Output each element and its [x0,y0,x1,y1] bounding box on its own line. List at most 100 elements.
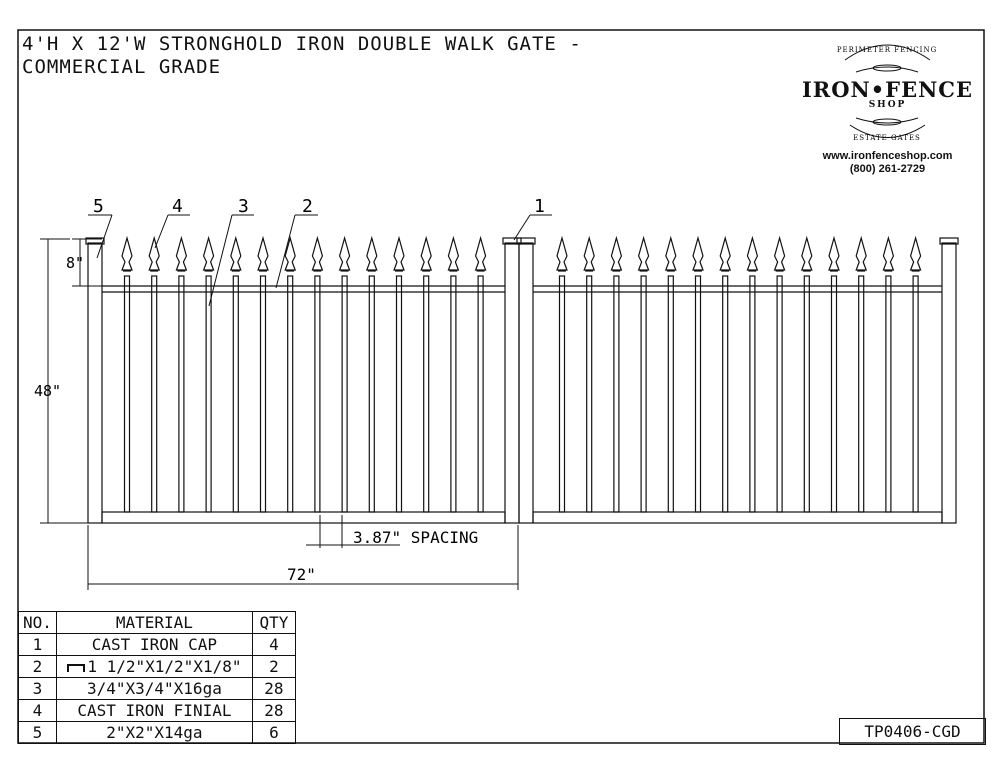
sheet-border [17,29,985,744]
finial [474,235,487,271]
picket [586,275,593,513]
picket [885,275,892,513]
picket [776,275,783,513]
callout-3: 3 [238,196,249,217]
bom-material: 3/4"X3/4"X16ga [55,677,253,700]
bom-header-material: MATERIAL [55,611,253,634]
picket [368,275,375,513]
logo-sub: SHOP [868,100,907,110]
picket [477,275,484,513]
post-cap [939,237,959,245]
post-cap [502,237,522,245]
finial [148,235,161,271]
picket [151,275,158,513]
drawing-title: 4'H X 12'W STRONGHOLD IRON DOUBLE WALK G… [22,33,582,79]
finial [229,235,242,271]
bom-qty: 2 [251,655,296,678]
callout-leaders [88,214,552,307]
bom-material: CAST IRON FINIAL [55,699,253,722]
finial [828,235,840,271]
post [87,242,103,524]
logo-arc-top: PERIMETER FENCING [837,46,937,54]
title-line-1: 4'H X 12'W STRONGHOLD IRON DOUBLE WALK G… [22,33,582,55]
dim-finial-height: 8" [66,254,84,272]
bom-no: 4 [18,699,57,722]
finial [664,235,677,271]
bottom-rail [532,511,943,524]
bom-qty: 6 [251,721,296,744]
finial [855,235,868,271]
logo-phone: (800) 261-2729 [849,163,926,175]
logo-graphic [844,44,931,138]
bom-row: 3 3/4"X3/4"X16ga 28 [18,677,296,700]
dim-spacing: 3.87" SPACING [353,528,478,547]
picket [830,275,838,513]
channel-icon [67,663,86,672]
picket [123,275,131,513]
picket [341,275,348,513]
bom-row: 2 1 1/2"X1/2"X1/8" 2 [18,655,296,678]
bom-no: 5 [18,721,57,744]
finial [284,235,297,271]
picket [259,275,267,513]
picket [803,275,810,513]
finial [556,235,568,271]
picket [858,275,865,513]
finial [338,235,351,271]
callout-1: 1 [534,196,545,217]
picket [613,275,620,513]
finial [773,235,786,271]
post [518,242,534,524]
finial [610,235,623,271]
bom-no: 1 [18,633,57,656]
finial [175,235,188,271]
finial [882,235,895,271]
finial [637,235,650,271]
finial [447,235,460,271]
dimension-lines [40,238,519,590]
finial [257,235,269,271]
finial [121,235,133,271]
finial [746,235,759,271]
finial [719,235,732,271]
finial [393,235,405,271]
finial [583,235,596,271]
gate-elevation [85,235,959,524]
logo-url: www.ironfenceshop.com [822,150,953,162]
bom-row: 5 2"X2"X14ga 6 [18,721,296,744]
picket [178,275,185,513]
bom-no: 3 [18,677,57,700]
picket [395,275,403,513]
post-cap [516,237,536,245]
bom-material-channel: 1 1/2"X1/2"X1/8" [55,655,253,678]
finial [420,235,433,271]
drawing-code: TP0406-CGD [839,718,986,745]
picket [912,275,919,513]
picket [232,275,239,513]
callout-5: 5 [93,196,104,217]
picket [450,275,457,513]
dim-width: 72" [287,565,316,584]
picket [722,275,729,513]
bom-qty: 4 [251,633,296,656]
bom-material: 1 1/2"X1/2"X1/8" [87,657,242,676]
finial [800,235,813,271]
bom-material: CAST IRON CAP [55,633,253,656]
bottom-rail [101,511,506,524]
post [941,242,957,524]
bom-qty: 28 [251,699,296,722]
company-logo: IRON•FENCE SHOP www.ironfenceshop.com (8… [790,44,985,175]
callout-4: 4 [172,196,183,217]
title-line-2: COMMERCIAL GRADE [22,56,222,78]
dim-height: 48" [34,382,61,400]
bom-no: 2 [18,655,57,678]
post-cap [85,237,105,245]
picket [558,275,566,513]
picket [314,275,321,513]
callout-2: 2 [302,196,313,217]
post [504,242,520,524]
finial [202,235,215,271]
bom-header-no: NO. [18,611,57,634]
picket [694,275,702,513]
